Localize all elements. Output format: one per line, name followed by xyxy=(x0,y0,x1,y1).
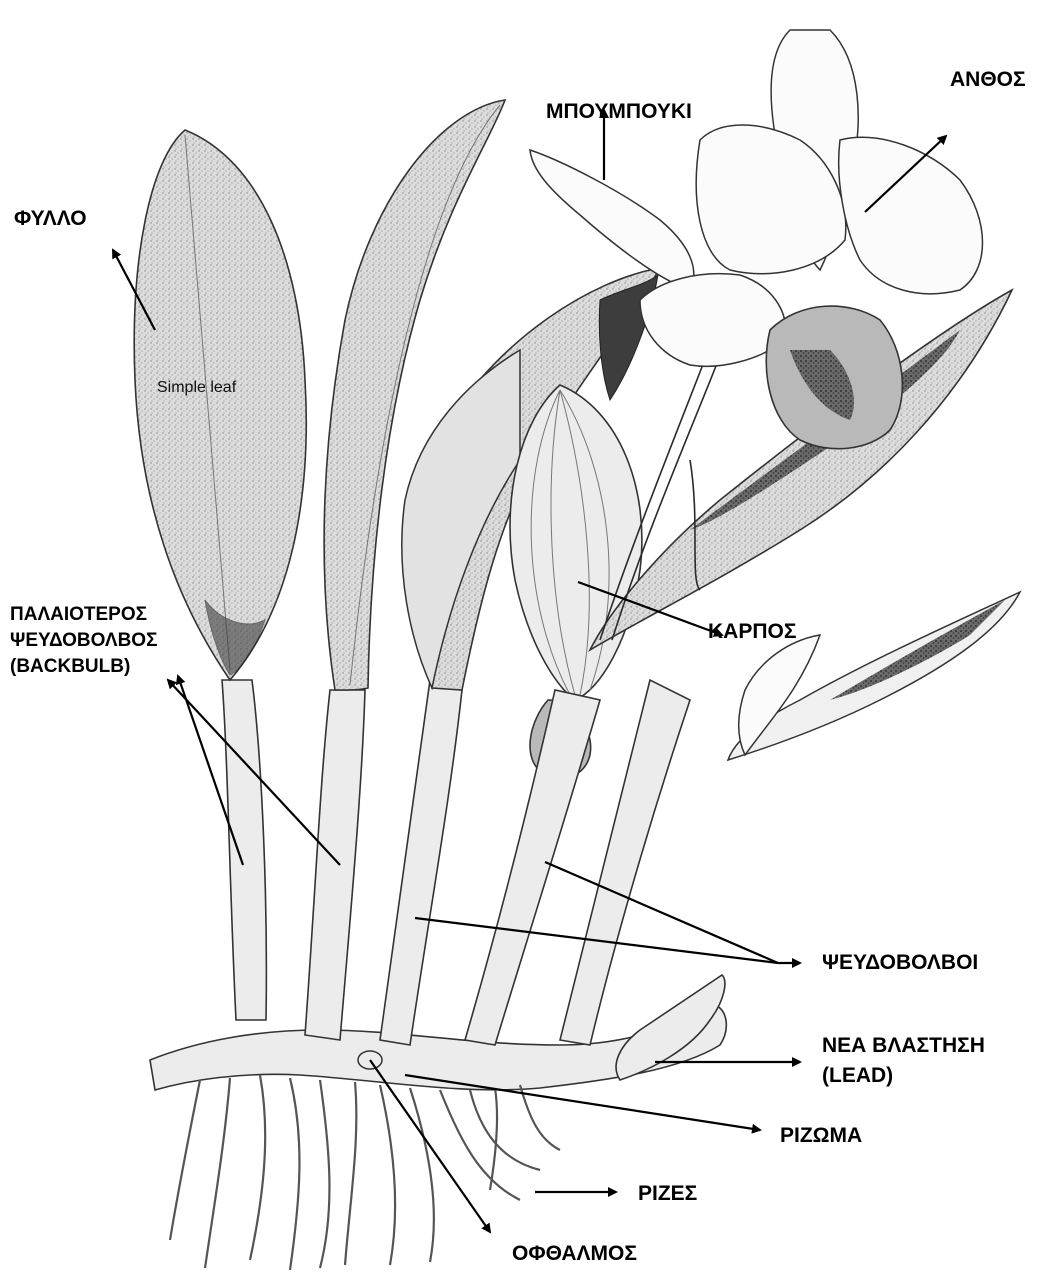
label-pseudobulbs: ΨΕΥΔΟΒΟΛΒΟΙ xyxy=(822,951,978,974)
label-backbulb-line3: (BACKBULB) xyxy=(10,656,130,677)
label-lead-line1: ΝΕΑ ΒΛΑΣΤΗΣΗ xyxy=(822,1034,985,1057)
backbulb-pseudobulb-shape xyxy=(222,680,266,1020)
roots-shape xyxy=(170,1075,560,1270)
label-bud: ΜΠΟΥΜΠΟΥΚΙ xyxy=(546,100,692,123)
leaf-left-shape xyxy=(134,130,306,680)
label-flower: ΑΝΘΟΣ xyxy=(950,68,1026,91)
label-roots: ΡΙΖΕΣ xyxy=(638,1182,697,1205)
label-simple-leaf: Simple leaf xyxy=(157,379,237,396)
label-backbulb-line2: ΨΕΥΔΟΒΟΛΒΟΣ xyxy=(10,630,157,651)
label-fruit: ΚΑΡΠΟΣ xyxy=(708,620,796,643)
pseudobulb-3-shape xyxy=(380,680,462,1045)
pseudobulb-2-shape xyxy=(305,690,365,1040)
label-backbulb-line1: ΠΑΛΑΙΟΤΕΡΟΣ xyxy=(10,604,147,625)
label-leaf: ΦΥΛΛΟ xyxy=(14,207,87,230)
label-rhizome: ΡΙΖΩΜΑ xyxy=(780,1124,862,1147)
label-lead-line2: (LEAD) xyxy=(822,1064,893,1087)
bud-shape xyxy=(530,150,694,290)
label-eye: ΟΦΘΑΛΜΟΣ xyxy=(512,1242,637,1265)
